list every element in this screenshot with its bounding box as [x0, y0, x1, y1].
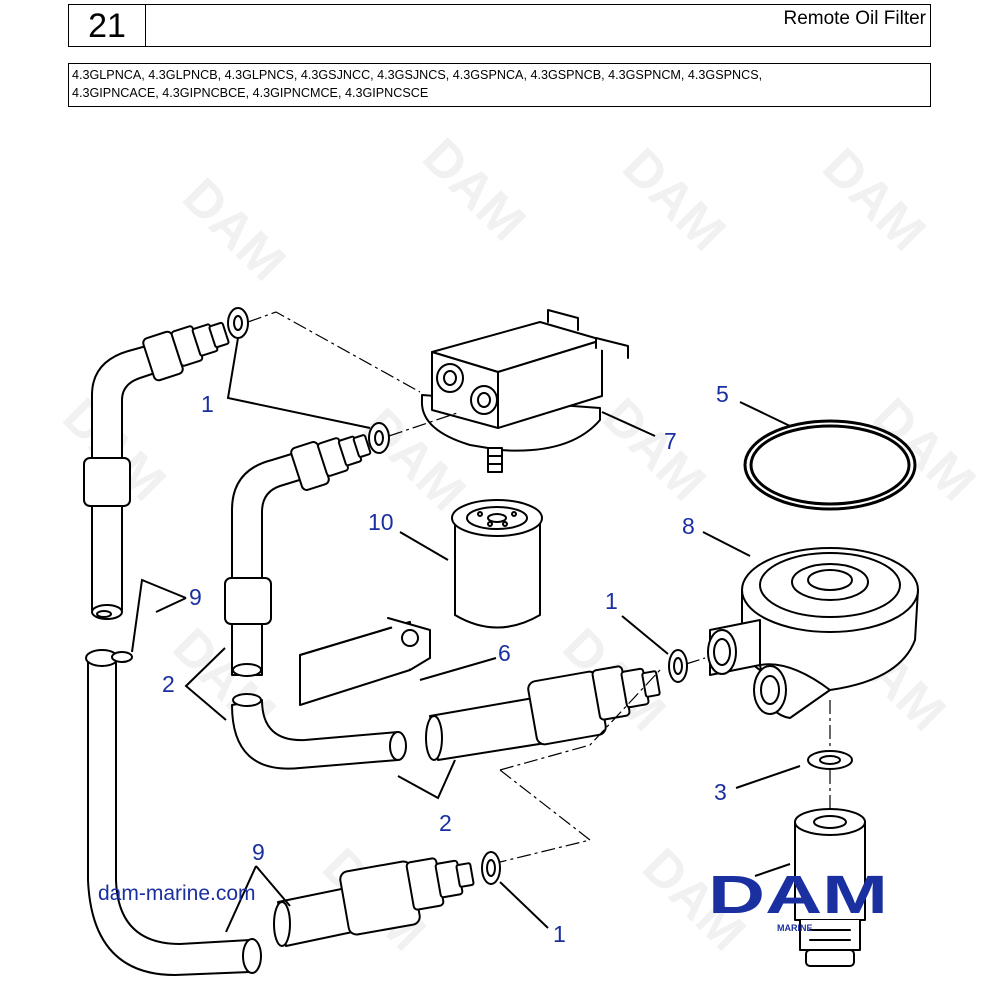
washer-hole: [374, 430, 384, 446]
washer-hole: [819, 755, 841, 765]
watermark: DAM: [412, 127, 537, 252]
hose-inner-curve: [231, 693, 407, 770]
callout-10: 10: [368, 509, 394, 535]
logo-sub: MARINE: [777, 923, 813, 933]
callout-2-left: 2: [162, 671, 175, 697]
callout-labels: 1 7 5 10 8 9 1 6 2 3 2 9 1: [162, 381, 729, 947]
leader-lines: [131, 337, 801, 933]
washer-hole: [486, 859, 496, 877]
pressure-sender: [794, 808, 866, 967]
callout-7: 7: [664, 428, 677, 454]
watermark: DAM: [592, 387, 717, 512]
models-line-2: 4.3GIPNCACE, 4.3GIPNCBCE, 4.3GIPNCMCE, 4…: [72, 86, 429, 100]
watermark: DAM: [172, 167, 297, 292]
models-line-1: 4.3GLPNCA, 4.3GLPNCB, 4.3GLPNCS, 4.3GSJN…: [72, 68, 763, 82]
callout-9-bottom: 9: [252, 839, 265, 865]
washer-hole: [673, 657, 683, 675]
models-box: 4.3GLPNCA, 4.3GLPNCB, 4.3GLPNCS, 4.3GSJN…: [68, 63, 931, 107]
watermark: DAM: [612, 137, 737, 262]
callout-2-bottom: 2: [439, 810, 452, 836]
remote-filter-base: [707, 547, 919, 719]
callout-6: 6: [498, 640, 511, 666]
hose-middle: [425, 665, 661, 761]
title-box: Remote Oil Filter: [145, 4, 931, 47]
callout-9-left: 9: [189, 584, 202, 610]
washer-hole: [233, 315, 243, 331]
callout-3: 3: [714, 779, 727, 805]
hose-left-lower: [85, 649, 262, 976]
logo-main: DAM: [708, 865, 888, 925]
bracket: [299, 617, 431, 706]
callout-1-bottom: 1: [553, 921, 566, 947]
callout-1-top: 1: [201, 391, 214, 417]
page-number-box: 21: [68, 4, 146, 47]
watermark: DAM: [812, 137, 937, 262]
callout-8: 8: [682, 513, 695, 539]
hose-inner-upper: [224, 434, 372, 677]
hose-left-upper: [83, 321, 230, 620]
page-number: 21: [88, 7, 126, 45]
callout-1-mid: 1: [605, 588, 618, 614]
o-ring: [743, 419, 917, 511]
page-title: Remote Oil Filter: [783, 8, 926, 29]
website-text: dam-marine.com: [98, 882, 256, 905]
hose-lower: [273, 857, 475, 947]
callout-5: 5: [716, 381, 729, 407]
dam-marine-logo: DAM MARINE: [708, 865, 888, 933]
oil-filter-adaptor: [420, 309, 629, 473]
oil-filter: [451, 499, 543, 629]
alignment-lines: [247, 311, 831, 863]
